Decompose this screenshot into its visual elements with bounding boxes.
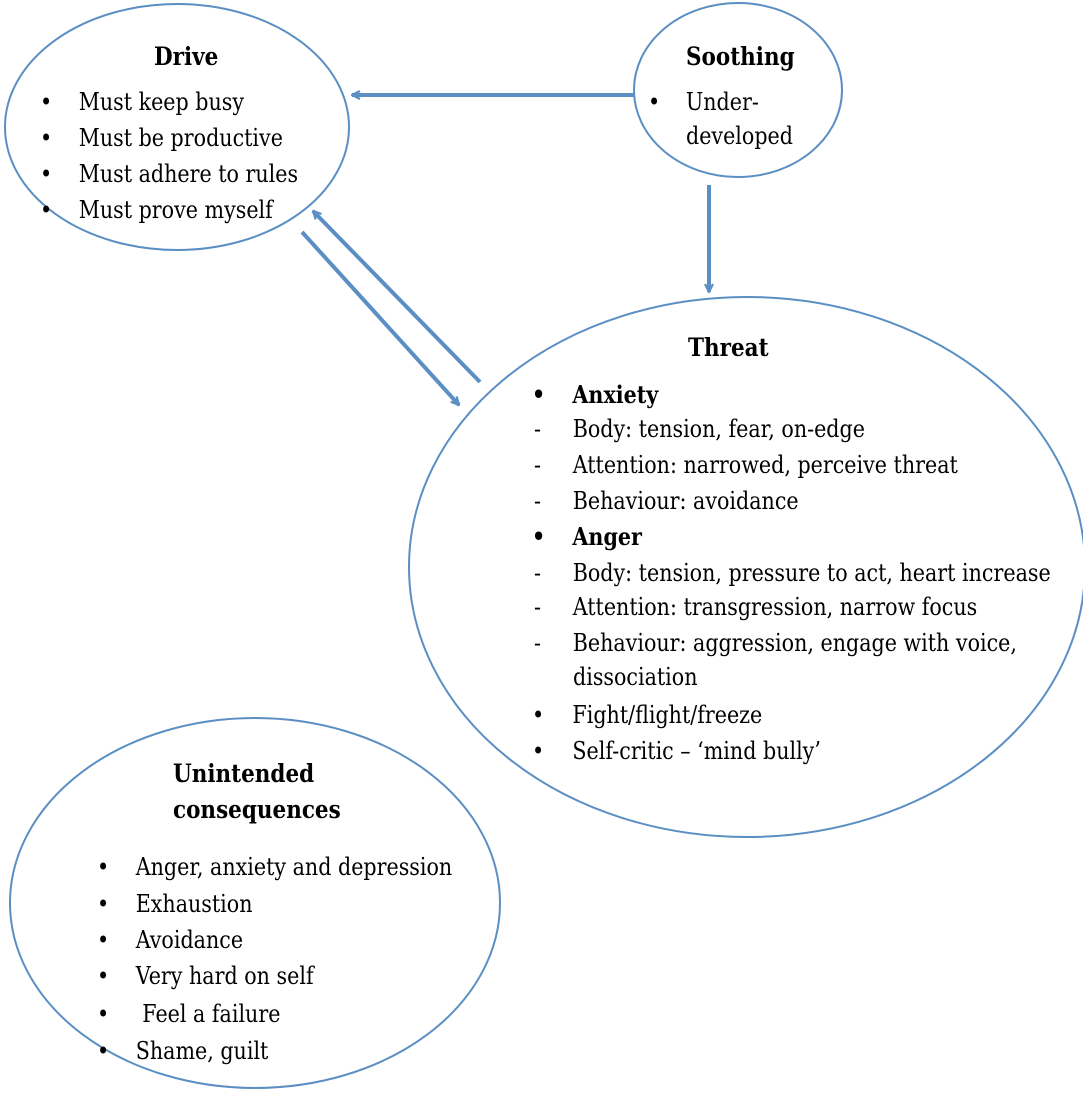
bullet-marker: • xyxy=(97,1037,110,1065)
bullet-marker: • xyxy=(97,962,110,990)
anger-point-continuation: dissociation xyxy=(573,663,698,691)
anxiety-point-text: Behaviour: avoidance xyxy=(572,487,799,515)
dash-marker: - xyxy=(534,487,541,515)
bullet-marker: • xyxy=(648,88,661,116)
bullet-marker: • xyxy=(97,890,110,918)
anger-heading-text: Anger xyxy=(572,522,642,551)
bullet-marker: • xyxy=(40,88,53,116)
bullet-marker: • xyxy=(97,926,110,954)
anger-point-text: Body: tension, pressure to act, heart in… xyxy=(572,559,1051,587)
dash-marker: - xyxy=(534,415,541,443)
soothing-item-line2: developed xyxy=(686,122,793,150)
dash-marker: - xyxy=(534,451,541,479)
bullet-marker: • xyxy=(532,380,546,409)
drive-circle xyxy=(4,3,350,251)
drive-title: Drive xyxy=(154,42,219,71)
unintended-title-line1: Unintended xyxy=(173,759,315,788)
anxiety-point-text: Attention: narrowed, perceive threat xyxy=(572,451,958,479)
unintended-circle xyxy=(9,717,501,1089)
dash-marker: - xyxy=(534,629,541,657)
anxiety-heading-text: Anxiety xyxy=(572,380,659,409)
bullet-marker: • xyxy=(532,737,545,765)
soothing-item-line1: Under- xyxy=(685,88,759,116)
unintended-item-text: Shame, guilt xyxy=(135,1037,269,1065)
arrow-threat-to-drive xyxy=(313,211,482,384)
unintended-item-text: Very hard on self xyxy=(135,962,314,990)
bullet-marker: • xyxy=(97,1000,110,1028)
threat-title: Threat xyxy=(688,333,769,362)
bullet-marker: • xyxy=(40,196,53,224)
bullet-marker: • xyxy=(97,853,110,881)
threat-item-text: Fight/flight/freeze xyxy=(572,701,763,729)
arrow-drive-to-threat xyxy=(300,230,459,405)
anger-point-text: Attention: transgression, narrow focus xyxy=(572,593,978,621)
unintended-item-text: Exhaustion xyxy=(135,890,253,918)
unintended-item-text: Anger, anxiety and depression xyxy=(135,853,453,881)
drive-item-text: Must adhere to rules xyxy=(78,160,299,188)
dash-marker: - xyxy=(534,559,541,587)
threat-circle xyxy=(408,296,1083,838)
threat-item-text: Self-critic – ‘mind bully’ xyxy=(572,737,821,765)
anger-point-text: Behaviour: aggression, engage with voice… xyxy=(572,629,1017,657)
bullet-marker: • xyxy=(532,701,545,729)
soothing-title: Soothing xyxy=(686,42,795,71)
unintended-item-text: Avoidance xyxy=(135,926,244,954)
bullet-marker: • xyxy=(532,522,546,551)
bullet-marker: • xyxy=(40,160,53,188)
drive-item-text: Must be productive xyxy=(78,124,283,152)
unintended-item-text: Feel a failure xyxy=(135,1000,281,1028)
drive-item-text: Must prove myself xyxy=(78,196,273,224)
bullet-marker: • xyxy=(40,124,53,152)
anxiety-point-text: Body: tension, fear, on-edge xyxy=(572,415,865,443)
soothing-circle xyxy=(633,2,843,178)
unintended-title-line2: consequences xyxy=(173,795,341,824)
dash-marker: - xyxy=(534,593,541,621)
drive-item-text: Must keep busy xyxy=(78,88,245,116)
